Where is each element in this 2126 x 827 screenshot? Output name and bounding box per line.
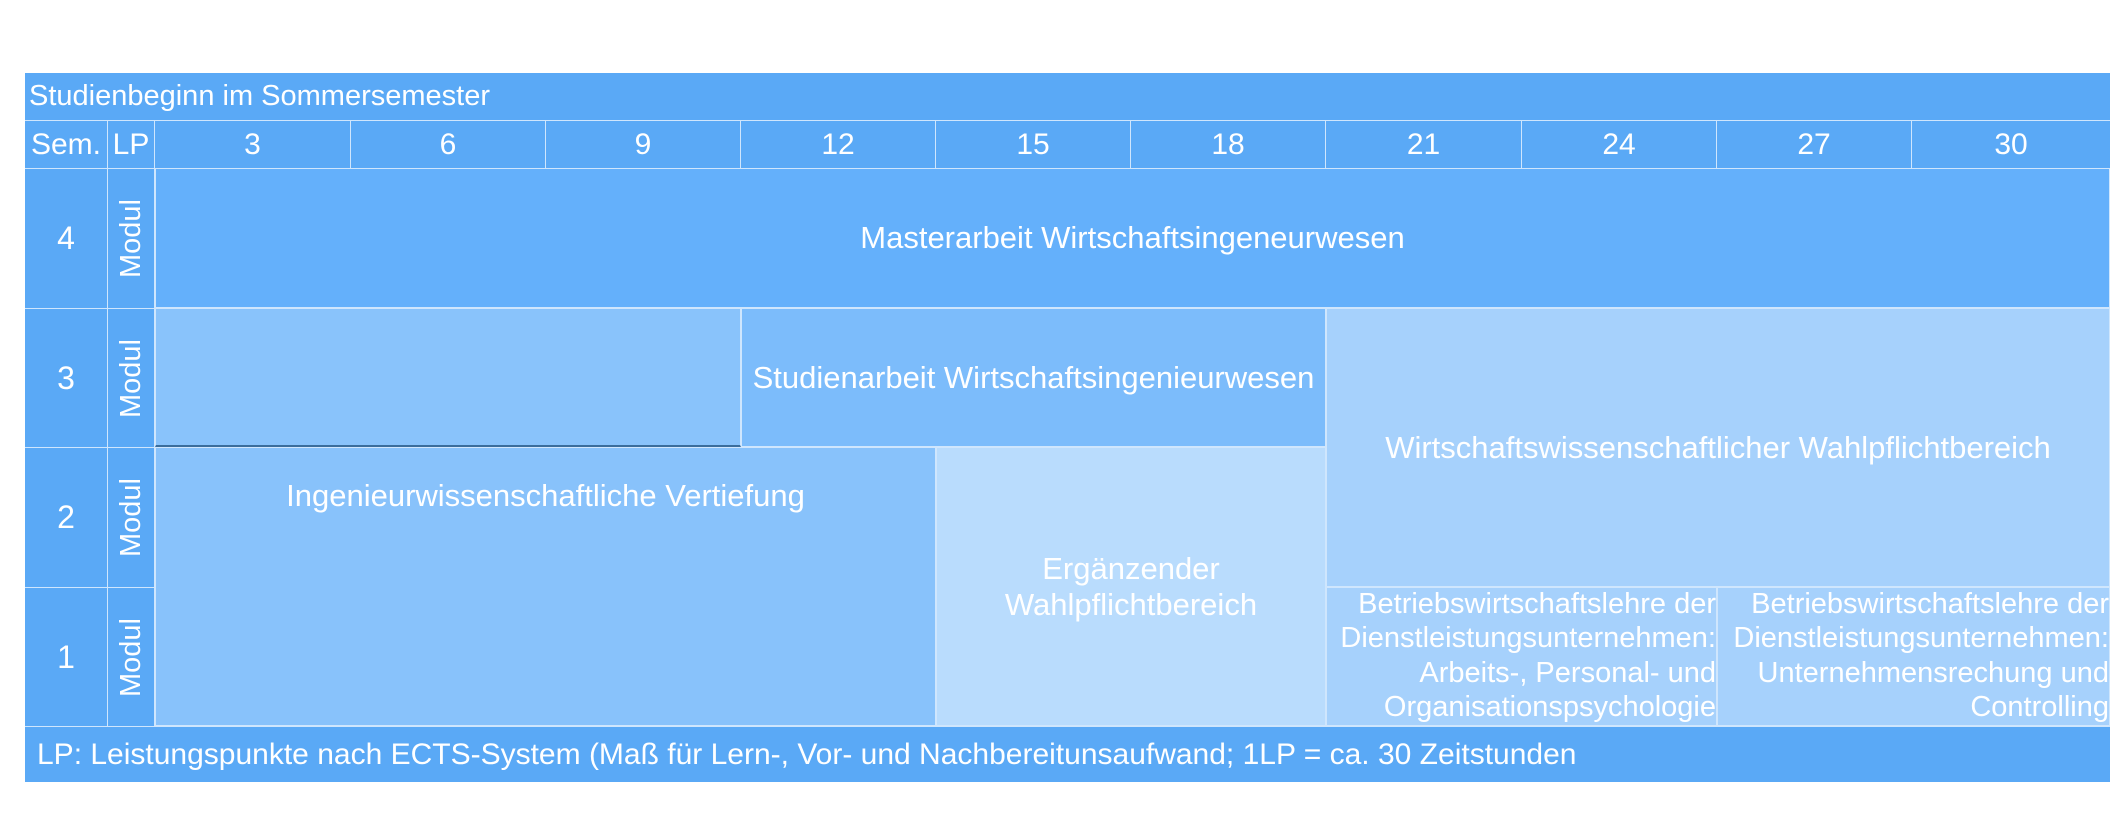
lp-column-header: 9	[546, 120, 741, 168]
semester-number: 2	[25, 447, 108, 587]
modul-label: Modul	[108, 308, 155, 447]
module-text-line: Ergänzender	[1042, 550, 1220, 586]
module-bwl-personal: Betriebswirtschaftslehre der Dienstleist…	[1326, 587, 1717, 726]
module-bwl-controlling: Betriebswirtschaftslehre der Dienstleist…	[1717, 587, 2110, 726]
lp-column-header: 3	[155, 120, 351, 168]
lp-column-header: 24	[1522, 120, 1717, 168]
semester-number: 1	[25, 587, 108, 726]
lp-column-header: 18	[1131, 120, 1326, 168]
module-text-line: Unternehmensrechung und	[1757, 656, 2109, 689]
lp-column-header: 12	[741, 120, 936, 168]
study-plan-table: Studienbeginn im Sommersemester Sem. LP …	[25, 73, 2110, 782]
modul-label: Modul	[108, 168, 155, 308]
semester-number: 3	[25, 308, 108, 447]
lp-header: LP	[108, 120, 155, 168]
module-text-line: Wahlpflichtbereich	[1004, 586, 1258, 622]
module-text-line: Dienstleistungsunternehmen:	[1340, 622, 1716, 655]
modul-label: Modul	[108, 587, 155, 726]
lp-column-header: 21	[1326, 120, 1522, 168]
footer-note: LP: Leistungspunkte nach ECTS-System (Ma…	[25, 726, 2110, 782]
module-studienarbeit: Studienarbeit Wirtschaftsingenieurwesen	[741, 308, 1326, 447]
module-text-line: Betriebswirtschaftslehre der	[1358, 588, 1716, 621]
table-title: Studienbeginn im Sommersemester	[25, 73, 2110, 120]
module-empty-slot	[155, 308, 741, 447]
module-wiwi-wahlpflicht: Wirtschaftswissenschaftlicher Wahlpflich…	[1326, 308, 2110, 587]
module-text-line: Dienstleistungsunternehmen:	[1733, 622, 2109, 655]
module-text-line: Controlling	[1970, 690, 2109, 723]
module-masterarbeit: Masterarbeit Wirtschaftsingeneurwesen	[155, 168, 2110, 308]
module-text-line: Betriebswirtschaftslehre der	[1751, 588, 2109, 621]
module-text-line: Organisationspsychologie	[1383, 690, 1716, 723]
sem-header: Sem.	[25, 120, 108, 168]
module-ing-vertiefung: Ingenieurwissenschaftliche Vertiefung	[155, 447, 936, 726]
module-ergaenzender-wahlpflicht: Ergänzender Wahlpflichtbereich	[936, 447, 1326, 726]
lp-column-header: 27	[1717, 120, 1912, 168]
lp-column-header: 15	[936, 120, 1131, 168]
modul-label: Modul	[108, 447, 155, 587]
lp-column-header: 30	[1912, 120, 2110, 168]
semester-number: 4	[25, 168, 108, 308]
lp-column-header: 6	[351, 120, 546, 168]
module-text-line: Arbeits-, Personal- und	[1419, 656, 1716, 689]
